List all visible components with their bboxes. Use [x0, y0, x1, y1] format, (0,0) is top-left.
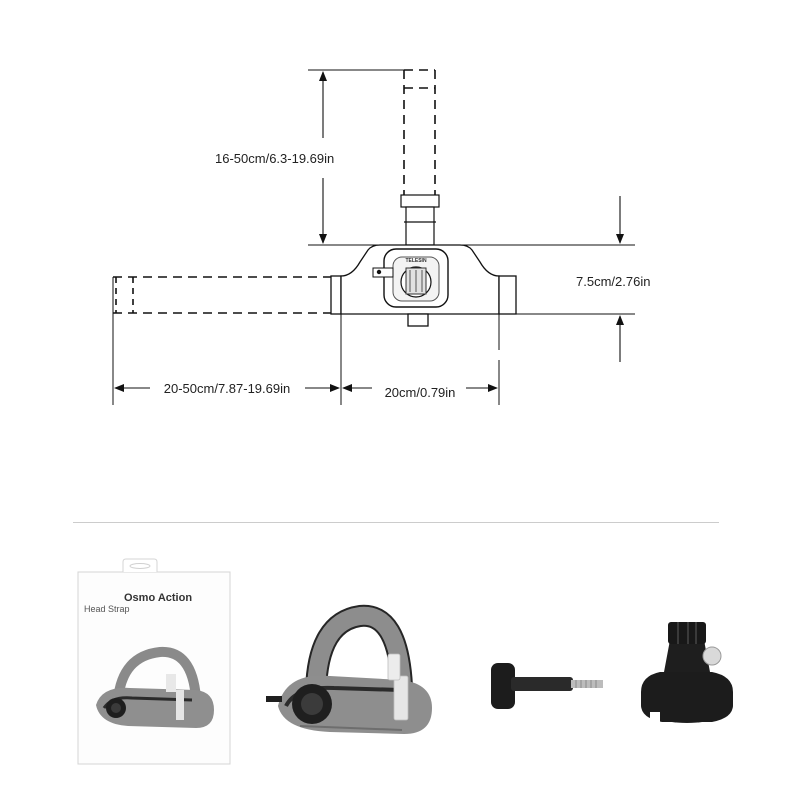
dimension-diagram: TELESIN 16-50cm/6.3-19.69in 7.5cm/2.76in… [112, 69, 650, 405]
box-subtitle: Head Strap [84, 604, 130, 614]
package-contents: Osmo Action Head Strap [77, 558, 733, 765]
vertical-strap-outline [403, 69, 436, 195]
box-title: Osmo Action [124, 592, 192, 604]
adapter-mount-image [641, 622, 733, 724]
strap-vertical-label: 16-50cm/6.3-19.69in [215, 151, 334, 166]
box-headstrap-image [96, 646, 214, 728]
strap-buckle [400, 194, 440, 246]
dimension-arrows [114, 71, 624, 392]
quick-release-socket: TELESIN [372, 248, 449, 308]
headstrap-image [266, 604, 432, 734]
horizontal-strap-outline [113, 276, 338, 314]
retail-box: Osmo Action Head Strap [77, 558, 231, 765]
mount-brand-label: TELESIN [405, 258, 427, 264]
mount-height-label: 7.5cm/2.76in [576, 274, 650, 289]
reference-lines [112, 69, 635, 405]
thumb-screw-image [491, 663, 603, 709]
strap-horizontal-label: 20-50cm/7.87-19.69in [164, 381, 290, 396]
mount-width-label: 20cm/0.79in [385, 385, 456, 400]
section-divider [73, 522, 719, 523]
